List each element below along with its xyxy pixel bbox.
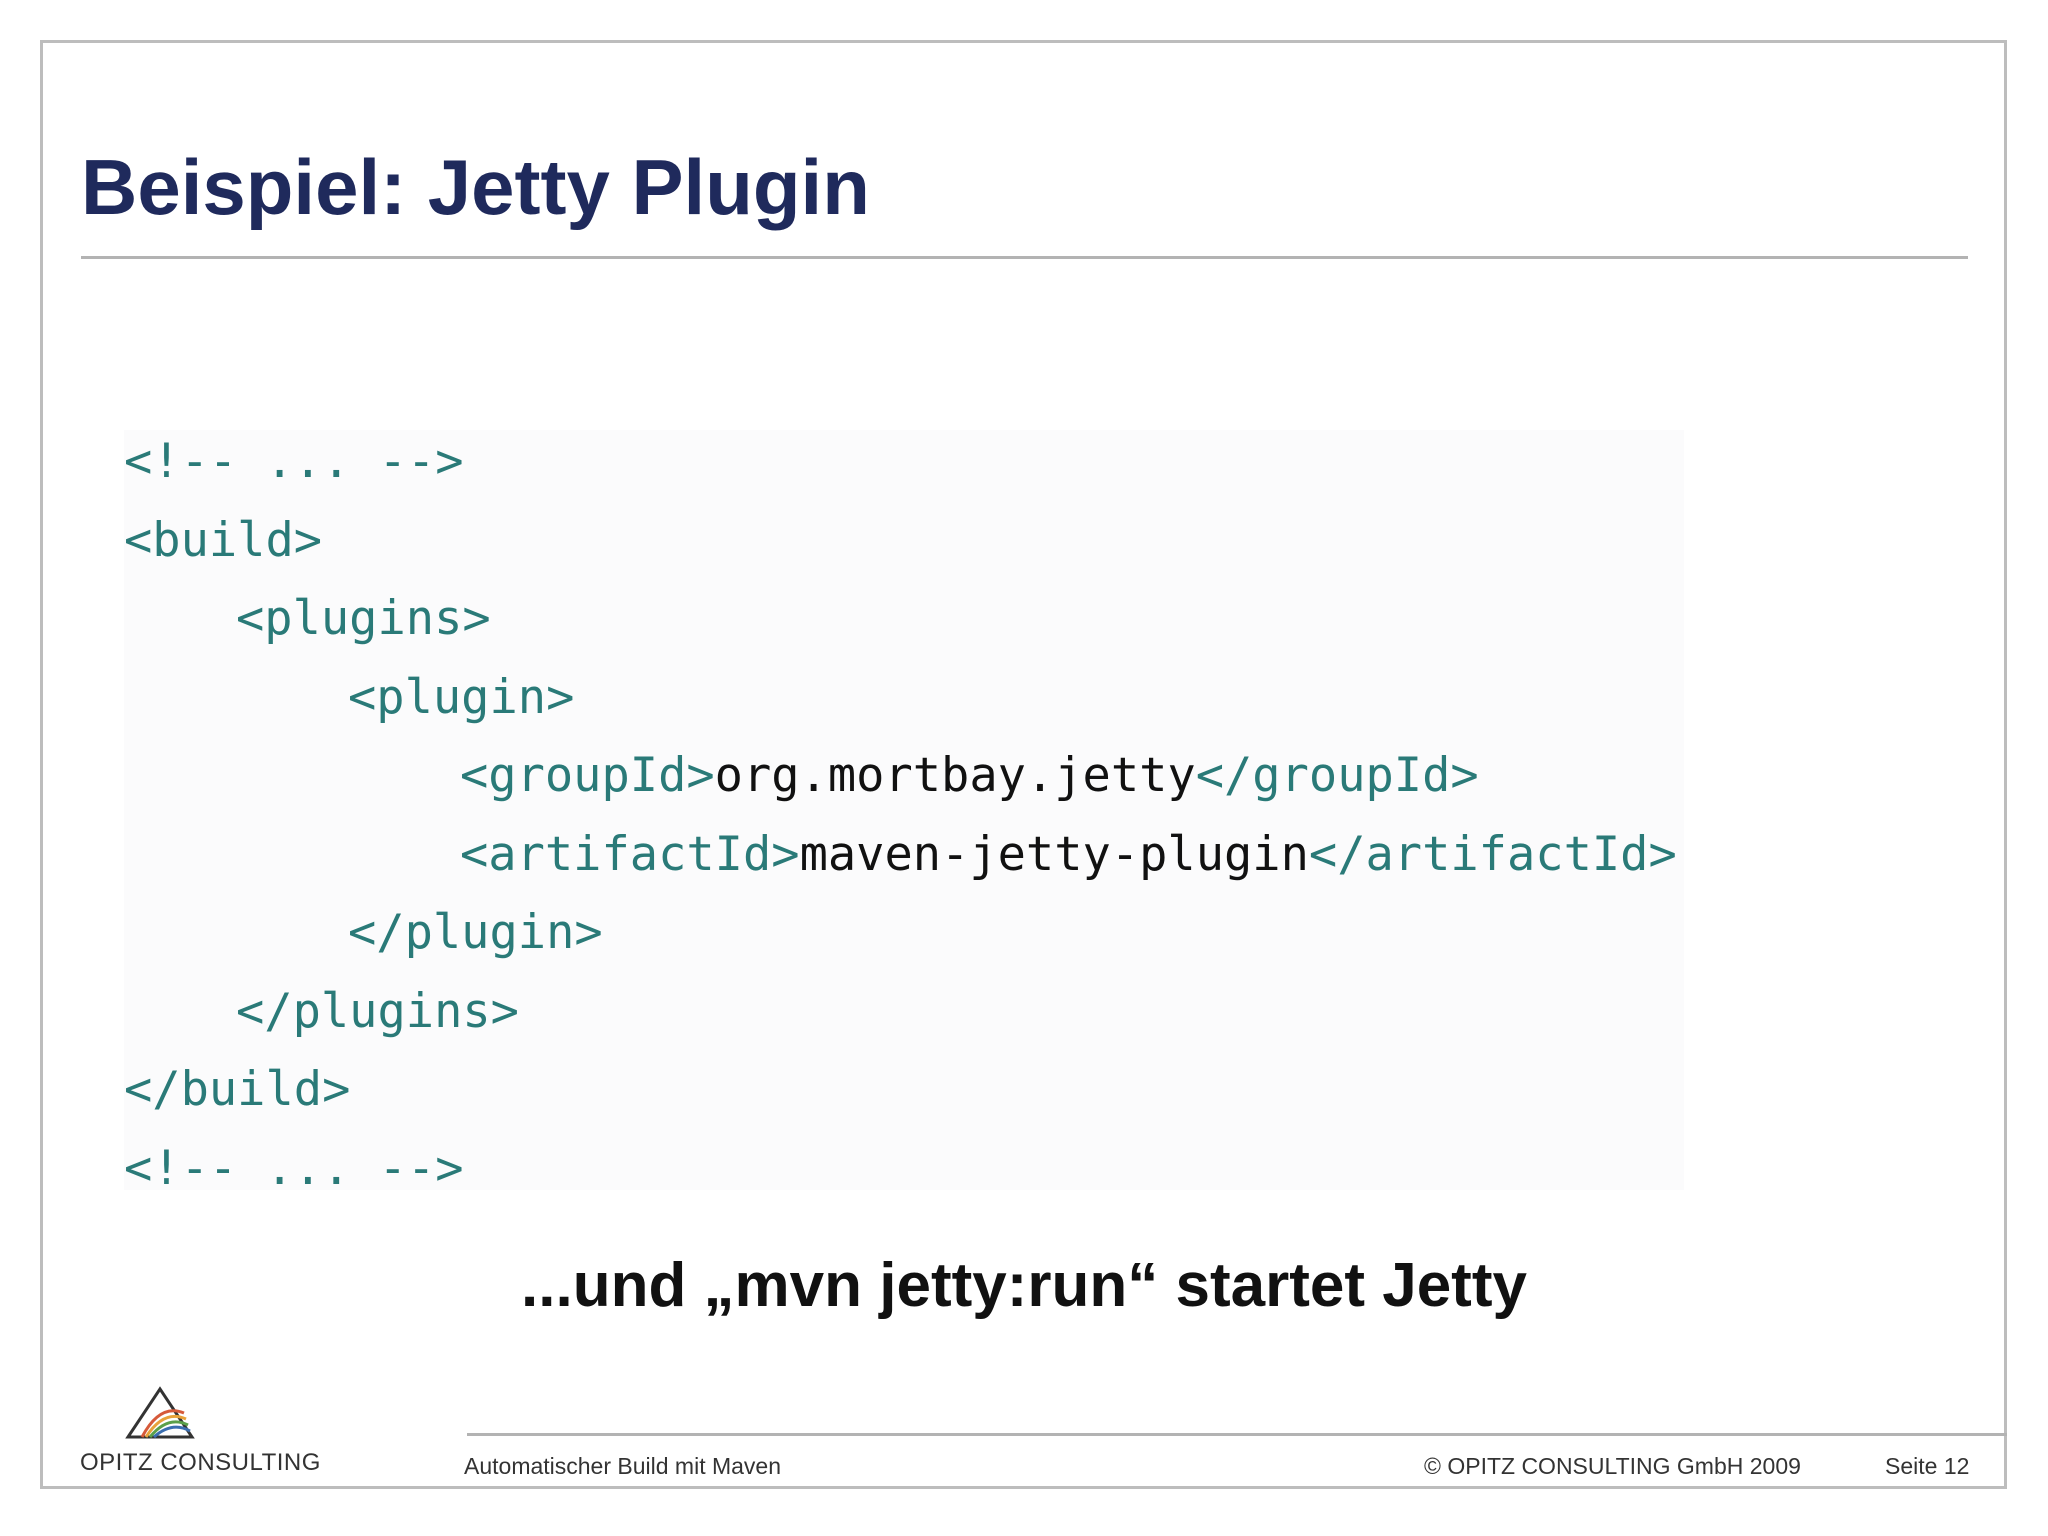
code-groupid-close: </groupId> <box>1195 748 1479 803</box>
tagline: ...und „mvn jetty:run“ startet Jetty <box>0 1250 2048 1321</box>
code-artifactid-value: maven-jetty-plugin <box>799 827 1309 882</box>
footer-presentation-title: Automatischer Build mit Maven <box>464 1453 782 1479</box>
code-build-close: </build> <box>124 1062 351 1117</box>
logo-text: OPITZ CONSULTING <box>80 1449 321 1476</box>
code-comment-open: <!-- ... --> <box>124 434 464 489</box>
slide-title: Beispiel: Jetty Plugin <box>81 143 870 231</box>
code-groupid-open: <groupId> <box>460 748 715 803</box>
footer-page-number: Seite 12 <box>1885 1453 1970 1479</box>
footer-divider <box>467 1433 2007 1436</box>
code-artifactid-open: <artifactId> <box>460 827 800 882</box>
code-groupid-line: <groupId>org.mortbay.jetty</groupId> <box>460 752 1479 799</box>
code-plugin-open: <plugin> <box>348 670 575 725</box>
tagline-text: ...und „mvn jetty:run“ startet Jetty <box>521 1251 1527 1320</box>
footer-copyright: © OPITZ CONSULTING GmbH 2009 <box>1424 1453 1801 1479</box>
title-divider <box>81 256 1968 259</box>
code-plugins-close: </plugins> <box>236 984 519 1039</box>
code-plugin-close: </plugin> <box>348 905 603 960</box>
company-logo: OPITZ CONSULTING <box>80 1385 320 1485</box>
code-block <box>124 430 1684 1190</box>
code-build-open: <build> <box>124 513 323 568</box>
code-groupid-value: org.mortbay.jetty <box>714 748 1196 803</box>
code-artifactid-close: </artifactId> <box>1308 827 1677 882</box>
code-artifactid-line: <artifactId>maven-jetty-plugin</artifact… <box>460 831 1677 878</box>
code-plugins-open: <plugins> <box>236 591 491 646</box>
opitz-consulting-logo-icon <box>125 1386 195 1439</box>
code-comment-close: <!-- ... --> <box>124 1141 464 1196</box>
